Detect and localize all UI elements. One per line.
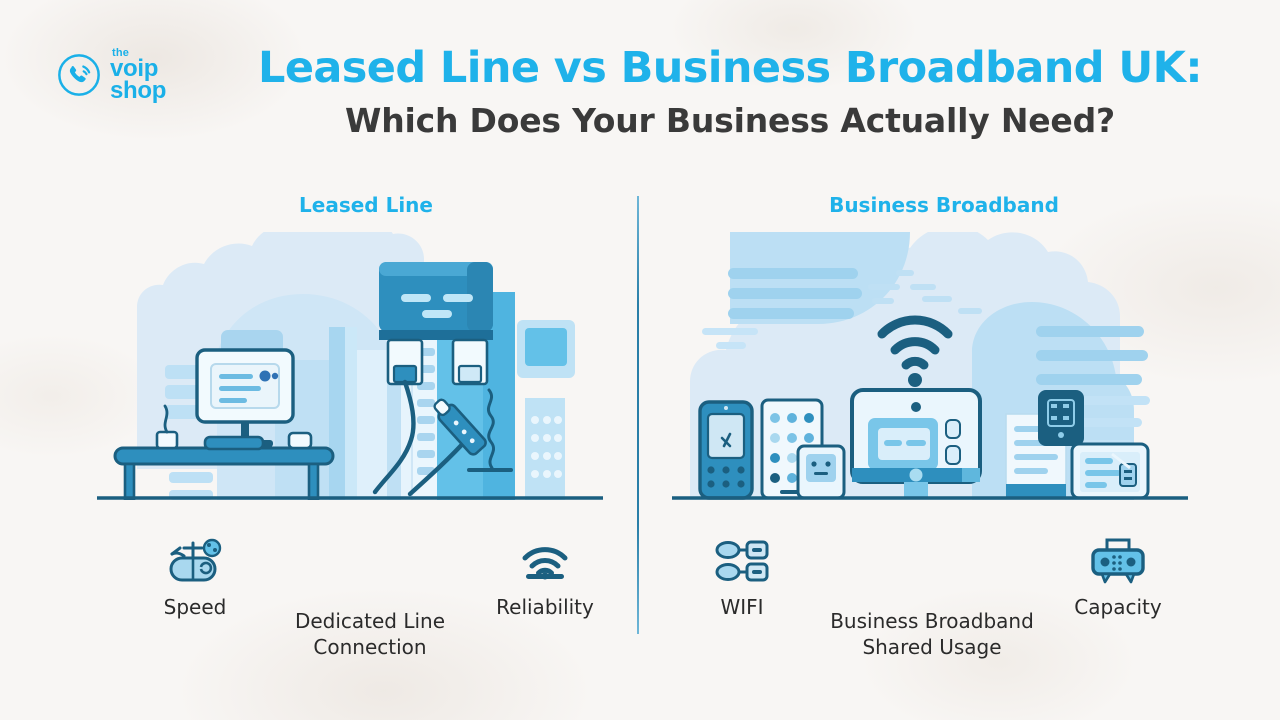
feature-reliability[interactable]: Reliability (470, 536, 620, 620)
brand-wordmark: the voip shop (110, 47, 167, 105)
router-device-icon (1090, 536, 1146, 586)
column-heading-leased-line: Leased Line (299, 193, 433, 217)
feature-label: Speed (163, 595, 227, 619)
brand-logo[interactable]: the voip shop (56, 47, 167, 105)
network-nodes-icon (715, 536, 769, 586)
feature-capacity[interactable]: Capacity (1052, 536, 1184, 620)
feature-label: Capacity (1074, 595, 1162, 619)
feature-wifi[interactable]: WIFI (672, 536, 812, 620)
brand-line-voip: voip (110, 55, 159, 83)
column-divider (637, 196, 639, 634)
feature-speed[interactable]: Speed (120, 536, 270, 620)
column-heading-business-broadband: Business Broadband (829, 193, 1059, 217)
phone-call-waves-icon (56, 52, 102, 98)
feature-label: WIFI (720, 595, 764, 619)
business-broadband-illustration (672, 232, 1188, 507)
title-line-1: Leased Line vs Business Broadband UK: (258, 43, 1203, 93)
title-line-2: Which Does Your Business Actually Need? (345, 101, 1115, 141)
feature-label: Reliability (496, 595, 594, 619)
brand-line-the: the (112, 47, 130, 59)
speed-gauge-icon (168, 536, 222, 586)
leased-line-illustration (97, 232, 603, 507)
page-title: Leased Line vs Business Broadband UK: Wh… (230, 43, 1230, 141)
brand-line-shop: shop (110, 77, 167, 105)
wifi-reliability-icon (520, 536, 570, 586)
